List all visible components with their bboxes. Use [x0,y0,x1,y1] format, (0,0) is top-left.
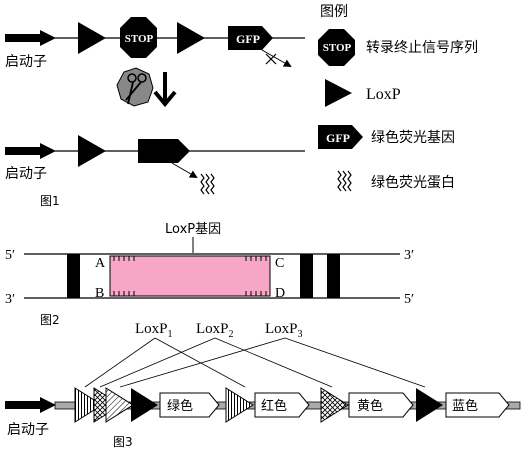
fig2-caption: 图2 [40,313,60,327]
fig3-caption: 图3 [113,435,133,449]
loxp-triangle-icon [78,135,106,167]
stop-label: STOP [125,33,154,45]
promoter-label: 启动子 [5,166,47,182]
expression-arrow [261,49,292,67]
loxp1-triangle-icon [225,387,254,423]
end-label: 5′ [5,248,15,263]
promoter-arrow-icon [5,30,56,46]
fluorescent-protein-icon [337,170,352,192]
site-label-c: C [275,256,284,271]
cre-enzyme-icon [116,67,154,107]
gfp-label: GFP [236,32,260,46]
legend-loxp-desc: LoxP [366,86,401,103]
marker-band [300,254,313,298]
loxp1-label: LoxP1 [135,321,173,340]
loxp-triangle-icon [177,22,205,54]
stop-octagon-icon [318,29,355,66]
marker-band [327,254,340,298]
fluorescent-protein-icon [200,173,215,195]
gfp-label: GFP [326,131,350,145]
legend: 图例 STOP 转录终止信号序列 LoxP GFP 绿色荧光基因 绿色荧光蛋白 [318,4,478,192]
legend-stop-desc: 转录终止信号序列 [366,40,478,56]
end-label: 3′ [404,248,414,263]
gfp-gene-icon [138,139,190,163]
fig1-construct-top: 启动子 STOP GFP [5,17,305,70]
legend-title: 图例 [320,4,348,20]
hydrogen-bond-ticks [113,255,268,296]
gene-green [159,392,220,418]
gene-red-label: 红色 [261,398,287,414]
loxp3-triangle-icon [105,387,134,423]
promoter-label: 启动子 [7,422,49,438]
loxp1-triangle-icon [74,387,103,423]
stop-octagon-icon [120,17,157,58]
promoter-label: 启动子 [5,54,47,70]
loxp-triangle-icon [325,79,352,107]
gene-green-label: 绿色 [167,398,193,414]
site-label-d: D [275,286,285,301]
fig2-double-strand: LoxP基因 5′ 3′ 3′ 5′ A B C D [5,222,414,307]
legend-protein-desc: 绿色荧光蛋白 [371,174,455,191]
legend-gfp-desc: 绿色荧光基因 [371,129,455,146]
fig1-construct-bottom: 启动子 [5,135,305,195]
down-arrow-icon [153,72,177,108]
gene-red [254,392,310,418]
loxp2-label: LoxP2 [196,321,234,340]
gfp-gene-icon [228,26,273,50]
loxp-triangle-icon [78,22,106,54]
loxp3-label: LoxP3 [265,321,303,340]
promoter-arrow-icon [5,397,56,413]
gfp-gene-icon [318,125,363,149]
blocked-cross-icon [265,53,277,65]
site-label-b: B [95,286,104,301]
end-label: 5′ [404,292,414,307]
gene-blue-label: 蓝色 [452,398,478,414]
site-label-a: A [95,256,106,271]
loxp-gene-label: LoxP基因 [165,222,221,237]
gene-yellow [348,392,414,418]
expression-arrow [171,162,198,179]
gene-blue [445,392,510,418]
gene-yellow-label: 黄色 [357,398,383,414]
loxp3-triangle-icon [416,388,443,422]
fig1-caption: 图1 [40,194,60,208]
marker-band [67,254,80,298]
fig3-construct: LoxP1 LoxP2 LoxP3 启动子 绿色 红色 黄色 蓝色 [5,321,521,438]
loxp2-triangle-icon [320,387,349,423]
stop-label: STOP [323,42,352,54]
loxp-gene-region [109,255,271,297]
end-label: 3′ [5,292,15,307]
loxp-pointer-lines [84,337,426,388]
promoter-arrow-icon [5,143,56,159]
loxp-triangle-icon [131,388,158,422]
